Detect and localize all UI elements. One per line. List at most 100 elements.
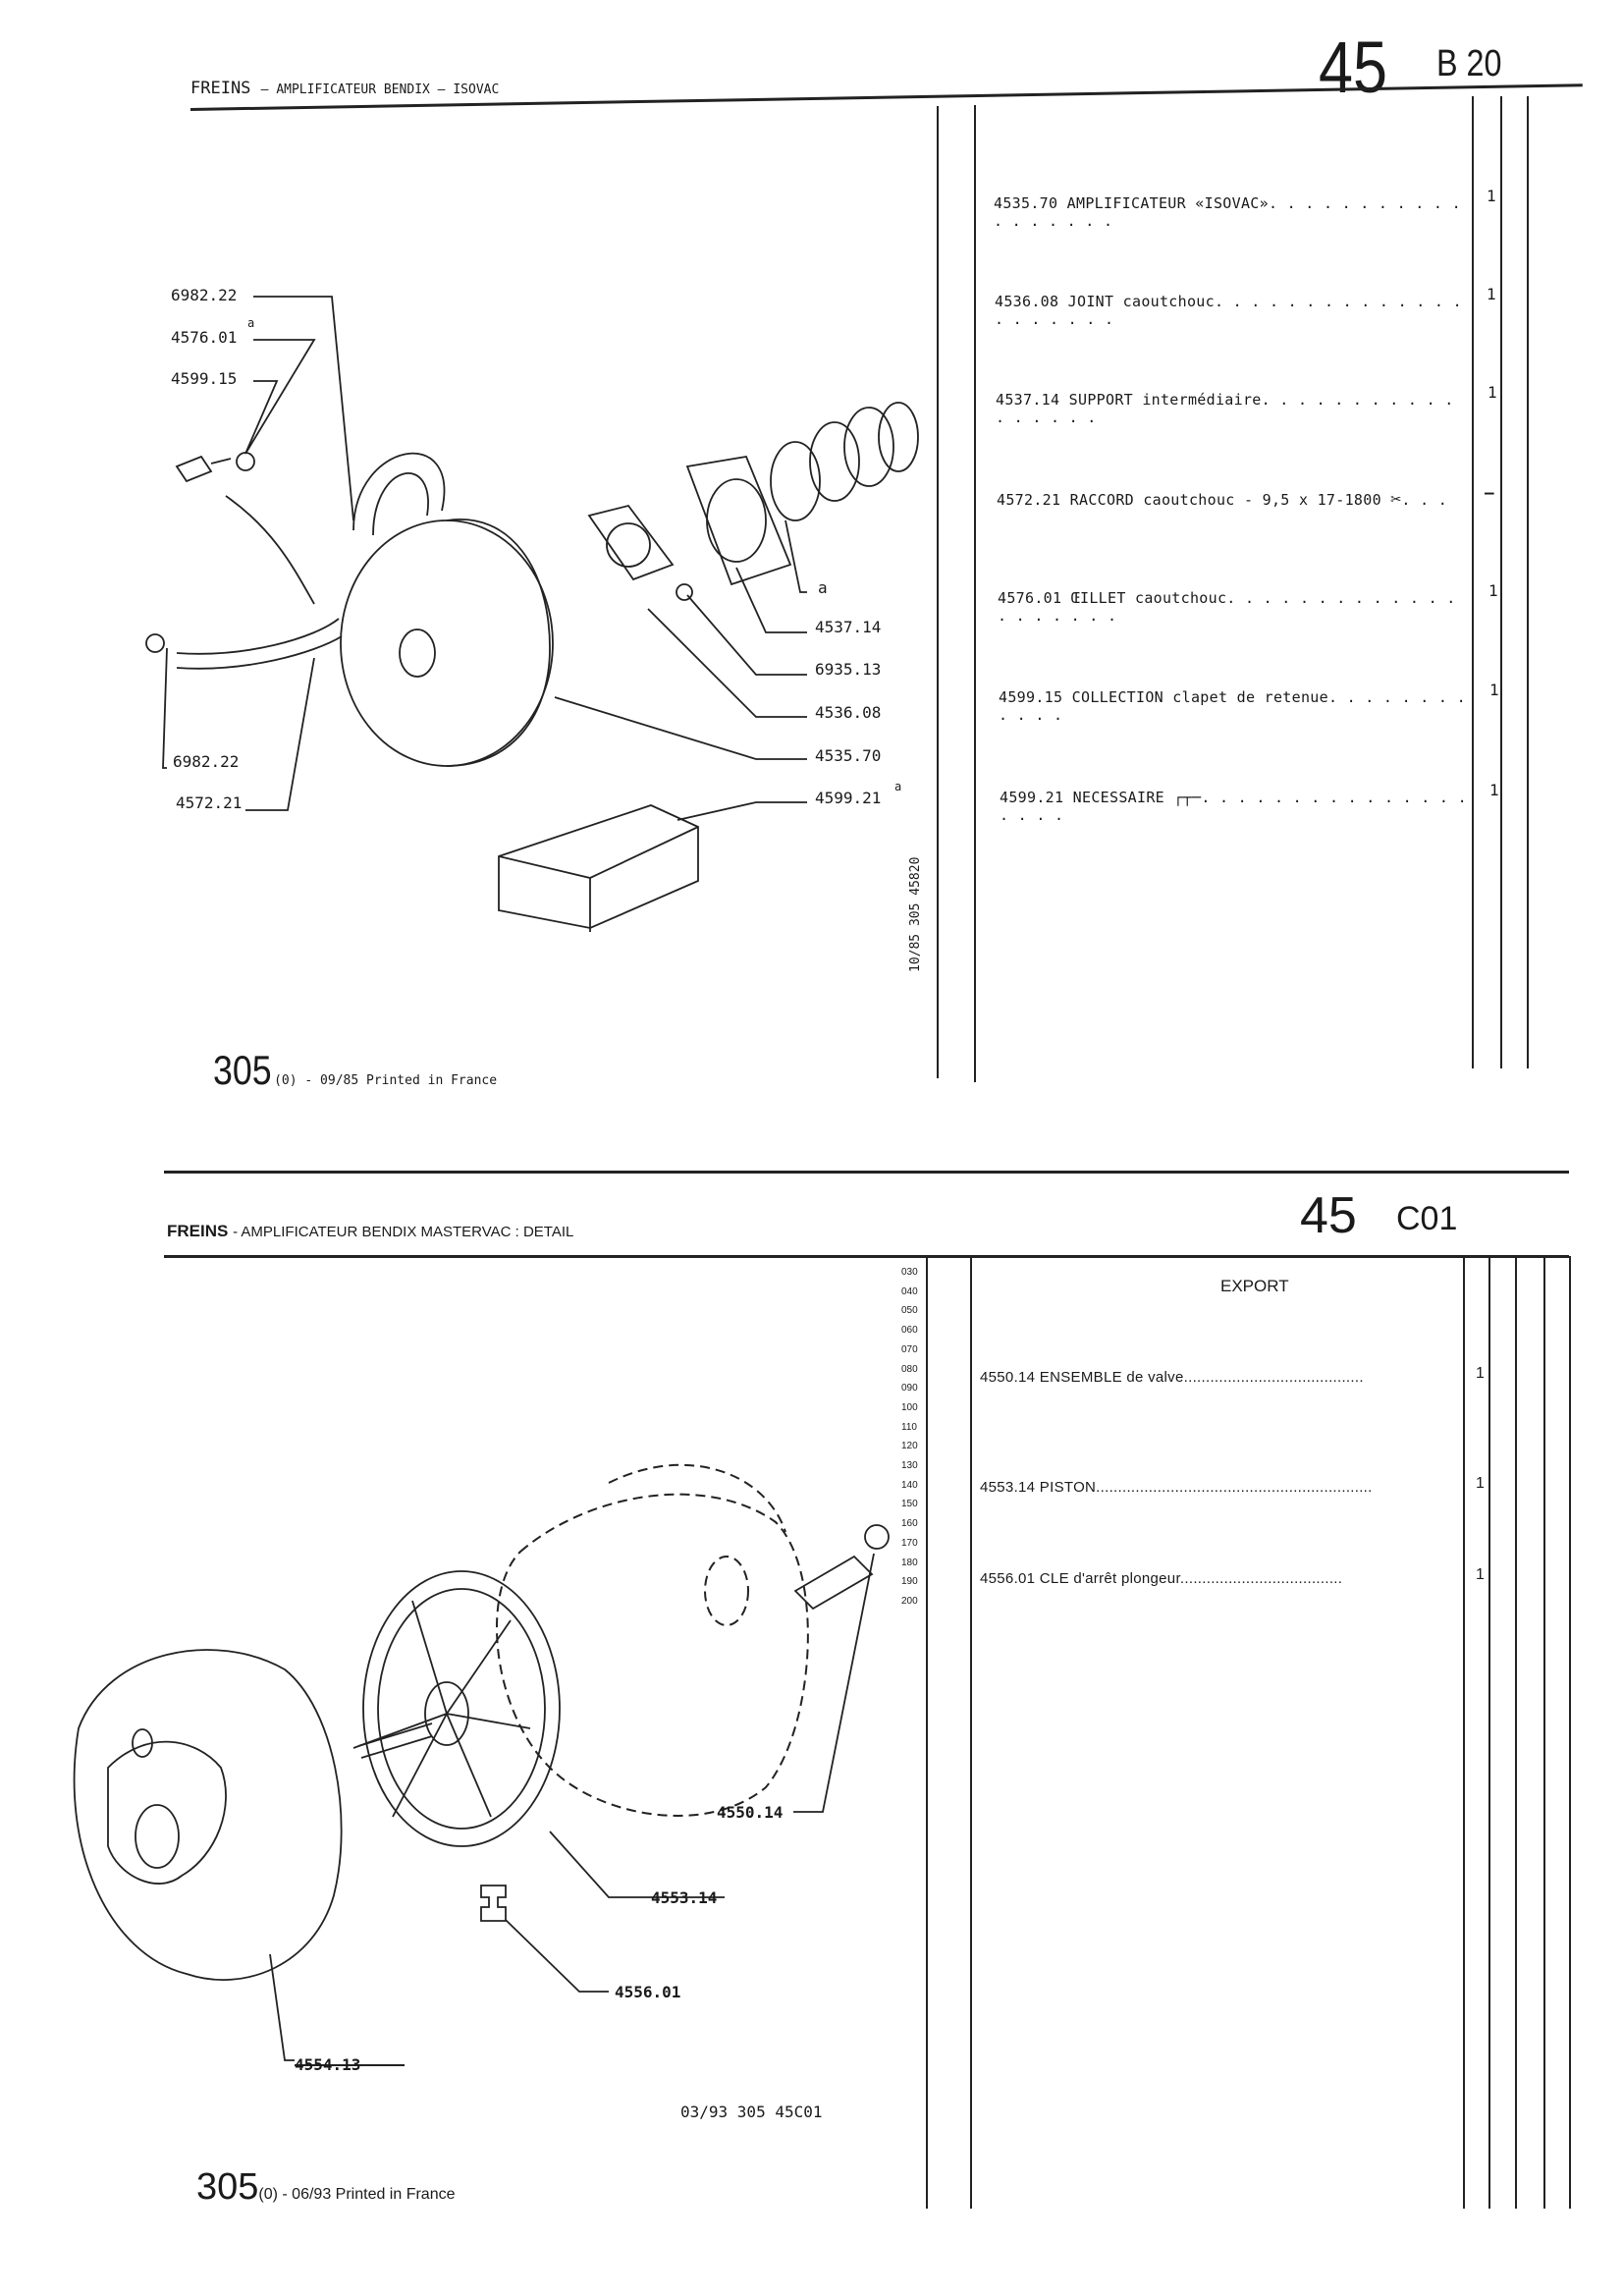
ruler-number: 150 — [901, 1499, 918, 1510]
part-qty: 1 — [1489, 681, 1499, 699]
note-a: a — [818, 578, 828, 597]
title-sub: – AMPLIFICATEUR BENDIX – ISOVAC — [260, 82, 500, 97]
part-ref: 4556.01 — [980, 1570, 1036, 1587]
table-border — [970, 1256, 972, 2209]
list-item: 4572.21 RACCORD caoutchouc - 9,5 x 17-18… — [997, 489, 1448, 510]
callout-4553-14: 4553.14 — [651, 1888, 717, 1907]
table-border — [1472, 96, 1474, 1068]
part-ref: 4599.21 — [1000, 789, 1064, 806]
diaphragm-outline — [496, 1493, 809, 1817]
part-desc: COLLECTION clapet de retenue — [1071, 688, 1328, 706]
list-item: 4599.15 COLLECTION clapet de retenue. . … — [999, 688, 1466, 724]
ruler-number: 140 — [901, 1479, 918, 1491]
export-label: EXPORT — [1220, 1277, 1289, 1295]
rear-boss — [704, 1556, 749, 1626]
table-border — [1515, 1256, 1517, 2209]
piston-rim — [377, 1588, 546, 1830]
table-border — [1463, 1256, 1465, 2209]
filter-element — [770, 441, 821, 521]
part-qty: 1 — [1476, 1566, 1485, 1583]
check-valve — [175, 455, 232, 483]
part-qty: 1 — [1489, 781, 1499, 799]
part-qty: 1 — [1476, 1475, 1485, 1492]
top-page-title: FREINS – AMPLIFICATEUR BENDIX – ISOVAC — [190, 79, 499, 98]
part-ref: 4535.70 — [994, 194, 1058, 212]
ruler-number: 070 — [901, 1343, 918, 1355]
callout-4572-21: 4572.21 — [176, 793, 242, 812]
table-border — [937, 106, 939, 1078]
part-ref: 4537.14 — [996, 391, 1060, 409]
callout-4550-14: 4550.14 — [717, 1803, 783, 1822]
list-item: 4599.21 NECESSAIRE ┌┬─. . . . . . . . . … — [1000, 789, 1467, 824]
ruler-number: 060 — [901, 1325, 918, 1337]
rubber-hose — [176, 618, 343, 670]
gasket — [587, 504, 675, 581]
section-code: B 20 — [1436, 43, 1502, 84]
ruler-number: 030 — [901, 1267, 918, 1278]
shell-boss — [107, 1740, 227, 1885]
part-qty: 1 — [1476, 1365, 1485, 1382]
callout-6935-13: 6935.13 — [815, 660, 881, 679]
callout-4556-01: 4556.01 — [615, 1983, 680, 2001]
part-desc: SUPPORT intermédiaire — [1068, 391, 1262, 409]
footer-model: 305 — [196, 2166, 259, 2208]
ruler-number: 120 — [901, 1441, 918, 1452]
filter-element — [809, 421, 860, 502]
list-item: 4553.14 PISTON..........................… — [980, 1479, 1373, 1496]
booster-center — [399, 629, 436, 678]
section-code: C01 — [1396, 1200, 1458, 1237]
table-border — [1569, 1256, 1571, 2209]
part-qty: 1 — [1488, 581, 1498, 600]
table-border — [1500, 96, 1502, 1068]
part-desc: AMPLIFICATEUR «ISOVAC» — [1066, 194, 1269, 212]
page-separator — [164, 1171, 1569, 1174]
part-ref: 4536.08 — [995, 293, 1059, 310]
part-qty: 1 — [1487, 187, 1496, 205]
callout-4537-14: 4537.14 — [815, 618, 881, 636]
part-qty: – — [1485, 483, 1494, 502]
table-border — [1488, 1256, 1490, 2209]
isovac-exploded-diagram: 6982.22 4576.01 a 4599.15 4537.14 6935.1… — [145, 286, 919, 932]
kit-box — [498, 804, 699, 932]
part-ref: 4599.15 — [999, 688, 1063, 706]
vacuum-hose — [352, 452, 446, 536]
gasket-hole — [606, 522, 651, 568]
filter-element — [843, 407, 894, 487]
ruler-number: 180 — [901, 1557, 918, 1568]
title-main: FREINS — [167, 1222, 229, 1240]
top-footer: 305(0) - 09/85 Printed in France — [213, 1047, 497, 1094]
list-item: 4576.01 ŒILLET caoutchouc. . . . . . . .… — [998, 589, 1456, 625]
ruler-number: 170 — [901, 1537, 918, 1549]
filter-element — [878, 402, 919, 472]
callout-6982-22-bottom: 6982.22 — [173, 752, 239, 771]
nut — [676, 583, 693, 601]
title-main: FREINS — [190, 79, 251, 98]
ruler-number: 090 — [901, 1383, 918, 1394]
shell-hole — [132, 1728, 153, 1758]
list-item: 4535.70 AMPLIFICATEUR «ISOVAC». . . . . … — [994, 194, 1461, 230]
ruler-number: 200 — [901, 1595, 918, 1607]
ruler-number: 100 — [901, 1401, 918, 1413]
part-ref: 4576.01 — [998, 589, 1062, 607]
ruler-number: 080 — [901, 1363, 918, 1375]
plunger-key — [480, 1885, 507, 1922]
scissors-icon: ✂ — [1390, 489, 1402, 510]
part-desc: CLE d'arrêt plongeur — [1039, 1570, 1180, 1587]
booster-rim — [446, 519, 551, 767]
part-desc: RACCORD caoutchouc - 9,5 x 17-1800 — [1069, 491, 1381, 509]
part-desc: NECESSAIRE — [1072, 789, 1164, 806]
section-number: 45 — [1319, 27, 1387, 108]
callout-4599-15: 4599.15 — [171, 369, 237, 388]
callout-4599-21: 4599.21 — [815, 789, 881, 807]
piston-spokes — [352, 1600, 531, 1818]
part-ref: 4572.21 — [997, 491, 1061, 509]
callout-4536-08: 4536.08 — [815, 703, 881, 722]
push-rod — [357, 1722, 433, 1759]
part-desc: PISTON — [1039, 1479, 1097, 1496]
callout-4576-01: 4576.01 — [171, 328, 237, 347]
hose-clip — [145, 633, 165, 653]
grommet — [236, 452, 255, 471]
hose-line — [225, 495, 315, 605]
callout-6982-22: 6982.22 — [171, 286, 237, 304]
ruler-number: 050 — [901, 1305, 918, 1317]
